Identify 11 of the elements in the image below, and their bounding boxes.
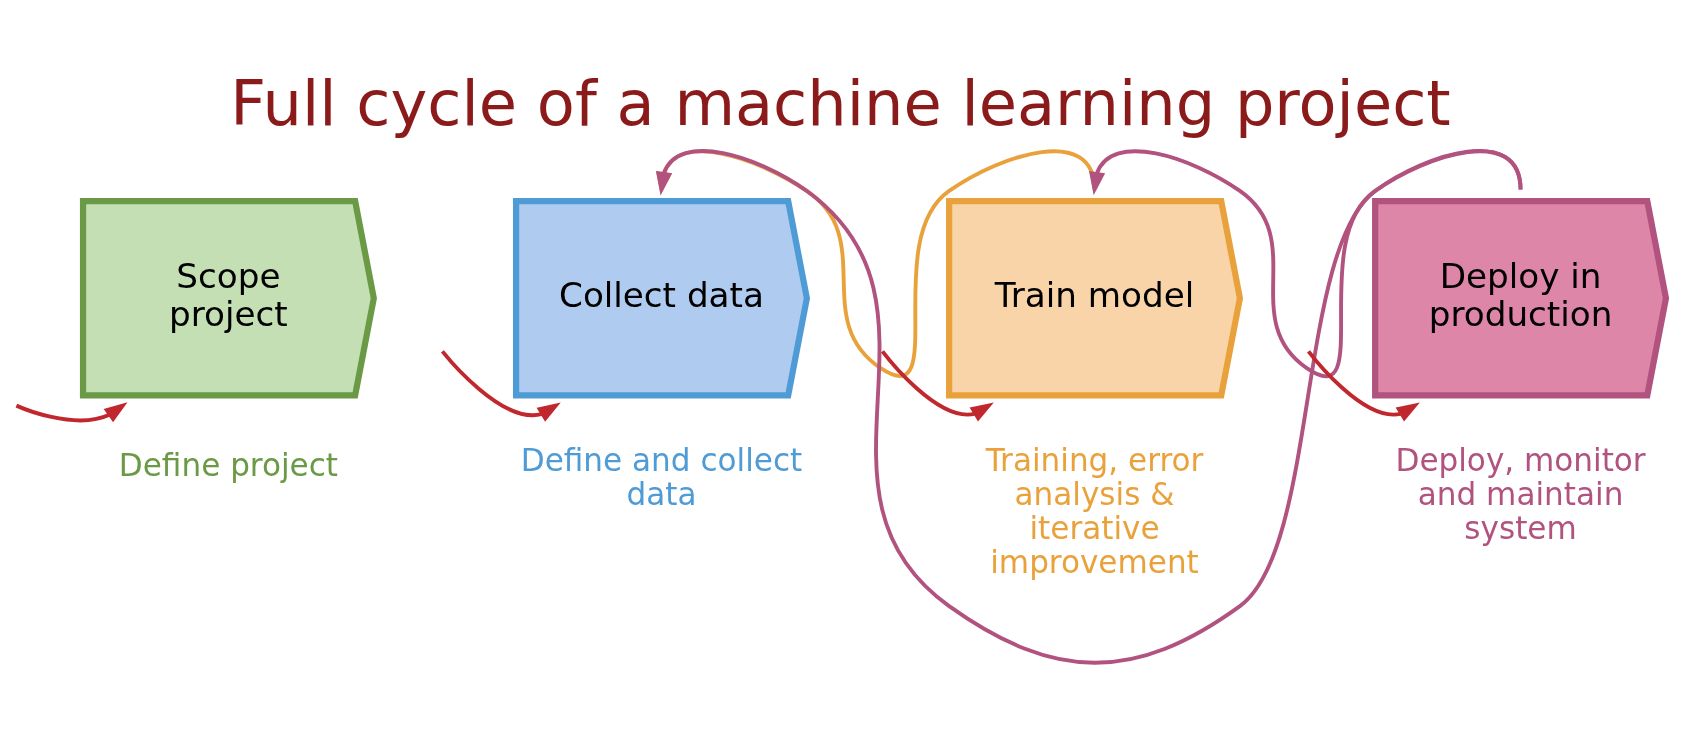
node-label: Define project (118, 446, 339, 483)
node-label: Training, error analysis & iterative improvement (985, 441, 1204, 581)
arrow (15, 402, 128, 423)
arrow (880, 350, 994, 422)
arrow (1088, 149, 1523, 378)
arrow (655, 149, 1523, 665)
arrow (1307, 350, 1420, 422)
node-label: Define and collect data (520, 441, 803, 513)
arrow (440, 350, 561, 422)
node-label: Deploy, monitor and maintain system (1395, 441, 1646, 547)
diagram-title: Full cycle of a machine learning project (230, 67, 1451, 141)
